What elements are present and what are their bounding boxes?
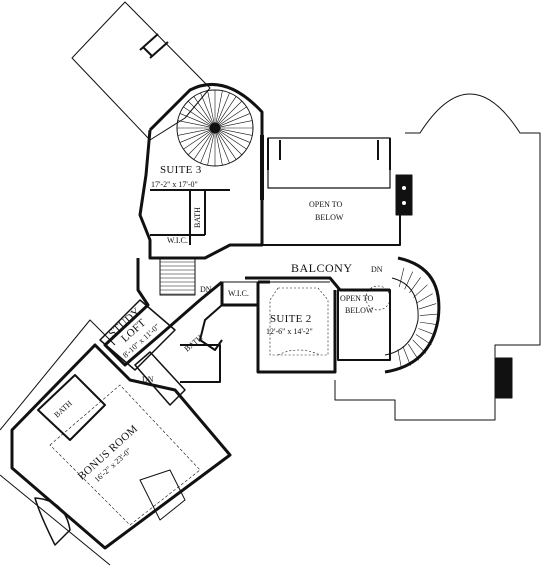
loft-corridor-walls [103, 258, 223, 367]
curved-tread [415, 334, 432, 345]
open-to-below-2-line1: OPEN TO [340, 294, 373, 303]
curved-tread [408, 343, 419, 361]
curved-tread [416, 293, 433, 304]
window-marks-1 [267, 138, 391, 170]
spiral-tread [219, 128, 253, 136]
suite2-name: SUITE 2 [270, 313, 312, 325]
spiral-tread [218, 131, 243, 156]
spiral-tread [179, 129, 211, 143]
spiral-tread [187, 131, 212, 156]
curved-tread [413, 284, 428, 298]
curved-tread [418, 303, 437, 310]
roof-vent-mark [139, 33, 169, 59]
suite2-wic-walls [199, 282, 223, 351]
main-stair [159, 257, 196, 296]
dn-bonus-label: DN [142, 375, 154, 384]
curved-tread [412, 339, 427, 354]
spiral-tread [177, 120, 211, 128]
terrace-outline [334, 93, 541, 421]
spiral-stair-treads [177, 90, 253, 166]
main-wall-right [262, 210, 401, 246]
spiral-tread [218, 130, 247, 150]
curved-tread [403, 347, 411, 366]
open-to-below-area-2 [337, 289, 391, 361]
curved-tread [419, 321, 438, 325]
spiral-tread [216, 92, 230, 124]
bonus-ceiling-dash [49, 384, 201, 526]
spiral-tread [218, 106, 247, 126]
suite2-bath-walls [180, 344, 221, 383]
spiral-tread [217, 96, 237, 125]
spiral-tread [179, 113, 211, 127]
spiral-tread [177, 128, 211, 136]
curved-stair-inner [384, 277, 419, 356]
spiral-tread [193, 96, 213, 125]
bonus-bath-walls [37, 374, 106, 441]
bonus-bath-label: BATH [52, 399, 74, 420]
spiral-tread [183, 106, 212, 126]
open-to-below-2-line2: BELOW [345, 306, 374, 315]
balcony-label: BALCONY [291, 261, 353, 275]
spiral-tread [207, 90, 215, 124]
spiral-tread [217, 131, 237, 160]
fireplace-dot-1 [402, 186, 406, 190]
spiral-tread [200, 92, 214, 124]
spiral-tread [219, 129, 251, 143]
curved-tread [404, 271, 413, 290]
curved-tread [419, 313, 438, 316]
bonus-stair [134, 351, 186, 406]
suite3-bath-wall [150, 189, 230, 245]
spiral-tread [193, 131, 213, 160]
spiral-tread [219, 113, 251, 127]
suite2-ceiling-detail [269, 287, 329, 356]
suite3-bath-label: BATH [193, 207, 202, 228]
curved-tread [418, 328, 436, 336]
bonus-room-outer [0, 319, 116, 566]
loft-walls [99, 299, 176, 371]
dn-balcony-label: DN [371, 265, 383, 274]
fireplace [395, 174, 413, 216]
bonus-room-walls [10, 343, 232, 550]
dn-main-label: DN [200, 285, 212, 294]
curved-tread [409, 277, 421, 294]
curved-tread [398, 267, 405, 288]
curved-tread [397, 349, 402, 369]
open-to-below-1-line1: OPEN TO [309, 200, 342, 209]
bonus-room-label-group: BONUS ROOM 16'-2" x 23'-0" [76, 423, 141, 484]
spiral-tread [215, 132, 223, 166]
spiral-tread [216, 132, 230, 164]
balcony-rail [245, 276, 390, 292]
suite2-lower-dash [277, 349, 321, 356]
bonus-bay [34, 497, 71, 546]
suite2-dim: 12'-6" x 14'-2" [266, 327, 313, 336]
terrace-fireplace [495, 357, 513, 399]
spiral-tread [183, 130, 212, 150]
fireplace-dot-2 [402, 201, 406, 205]
suite3-walls [138, 82, 264, 260]
roof-outline-top [71, 1, 211, 141]
suite2-wic-label: W.I.C. [228, 289, 249, 298]
spiral-tread [218, 100, 243, 125]
suite3-name: SUITE 3 [160, 164, 202, 176]
curved-stair-treads [397, 267, 438, 369]
spiral-tread [207, 132, 215, 166]
open-to-below-1-line2: BELOW [315, 213, 344, 222]
bonus-closet [139, 469, 186, 521]
spiral-tread [200, 132, 214, 164]
open-to-below-area-1 [267, 137, 391, 189]
main-stair-treads [160, 261, 195, 295]
ceiling-circle-2 [365, 285, 391, 311]
spiral-tread [187, 100, 212, 125]
curved-stair-outer [384, 256, 441, 374]
spiral-tread [215, 90, 223, 124]
spiral-stair-core [209, 122, 221, 134]
suite3-wic-label: W.I.C. [167, 236, 188, 245]
suite3-dim: 17'-2" x 17'-0" [151, 180, 198, 189]
spiral-tread [219, 120, 253, 128]
